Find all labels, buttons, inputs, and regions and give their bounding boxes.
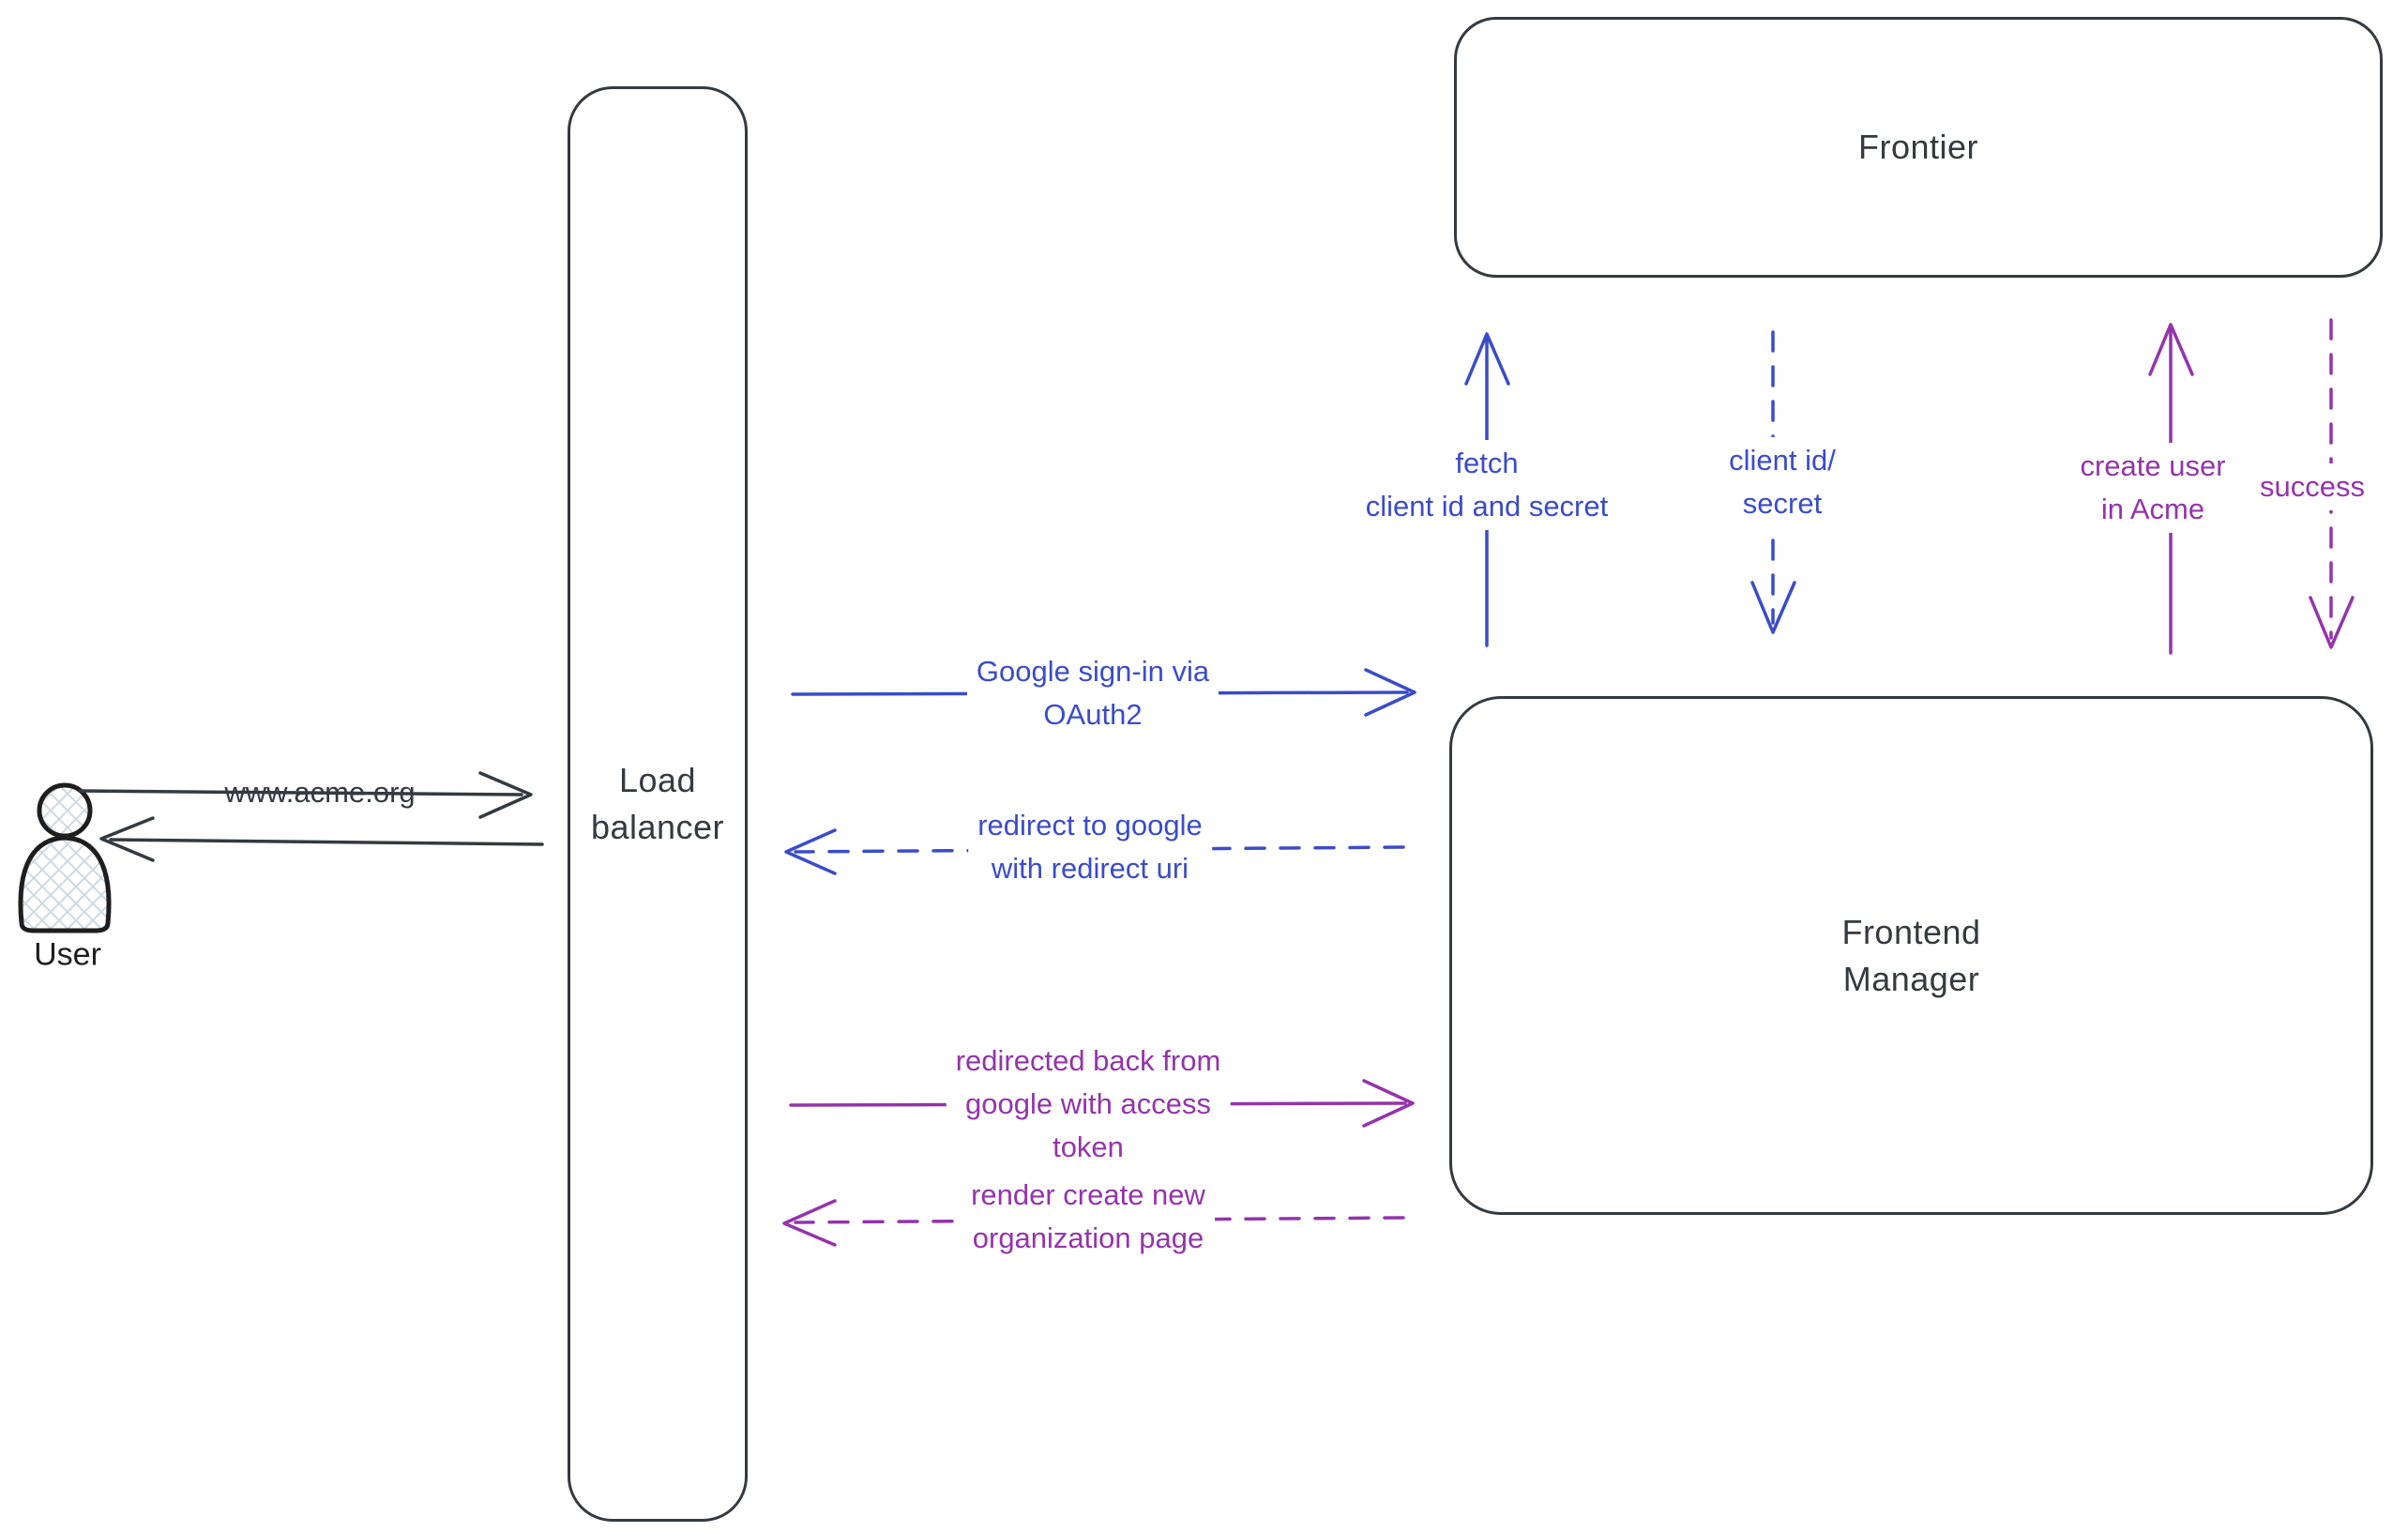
node-frontend-manager: Frontend Manager (1449, 696, 2373, 1215)
edge-label-redirected-back-line1: redirected back from (955, 1044, 1221, 1077)
edge-label-render-page-line2: organization page (972, 1221, 1204, 1254)
edge-label-redirected-back-line2: google with access (965, 1087, 1211, 1120)
edge-label-fetch-client-line2: client id and secret (1365, 490, 1609, 523)
edge-label-redirect-google: redirect to google with redirect uri (968, 802, 1212, 892)
load-balancer-label-line2: balancer (590, 808, 725, 846)
node-load-balancer: Load balancer (568, 86, 748, 1522)
load-balancer-label: Load balancer (591, 757, 724, 851)
edge-label-render-page-line1: render create new (971, 1178, 1205, 1211)
edge-label-render-page: render create new organization page (962, 1172, 1215, 1262)
frontend-manager-label-line1: Frontend (1841, 912, 1981, 951)
user-head (37, 782, 93, 839)
edge-label-google-signin: Google sign-in via OAuth2 (966, 648, 1219, 738)
edge-label-create-user: create user in Acme (2070, 443, 2235, 533)
edge-label-fetch-client-line1: fetch (1455, 447, 1519, 479)
arrow-lb-return (99, 816, 544, 862)
load-balancer-label-line1: Load (618, 761, 697, 799)
frontier-label: Frontier (1857, 128, 1979, 166)
user-body (18, 835, 112, 933)
edge-label-create-user-line1: create user (2080, 449, 2226, 482)
edge-label-success: success (2250, 463, 2374, 510)
edge-label-client-id-secret-line1: client id/ (1729, 444, 1836, 477)
edge-label-fetch-client: fetch client id and secret (1355, 440, 1618, 530)
edge-label-client-id-secret: client id/ secret (1719, 437, 1845, 527)
edge-label-google-signin-line2: OAuth2 (1043, 698, 1143, 731)
edge-label-redirect-google-line2: with redirect uri (991, 852, 1189, 885)
node-frontier: Frontier (1454, 17, 2383, 278)
arrow-www-acme (78, 771, 533, 819)
arrow-render-page (782, 1199, 1405, 1247)
edge-label-create-user-line2: in Acme (2100, 493, 2205, 525)
arrow-redirect-google (784, 828, 1405, 875)
user-figure (18, 782, 112, 933)
edge-label-redirected-back: redirected back from google with access … (946, 1038, 1231, 1171)
edge-label-www-acme: www.acme.org (224, 776, 416, 809)
frontend-manager-label: Frontend Manager (1841, 909, 1980, 1003)
edge-label-client-id-secret-line2: secret (1742, 487, 1823, 520)
user-node-label: User (34, 936, 101, 973)
frontend-manager-label-line2: Manager (1842, 959, 1980, 998)
edge-label-redirected-back-line3: token (1053, 1130, 1124, 1163)
edge-label-redirect-google-line1: redirect to google (977, 809, 1203, 842)
edge-label-google-signin-line1: Google sign-in via (976, 655, 1210, 688)
